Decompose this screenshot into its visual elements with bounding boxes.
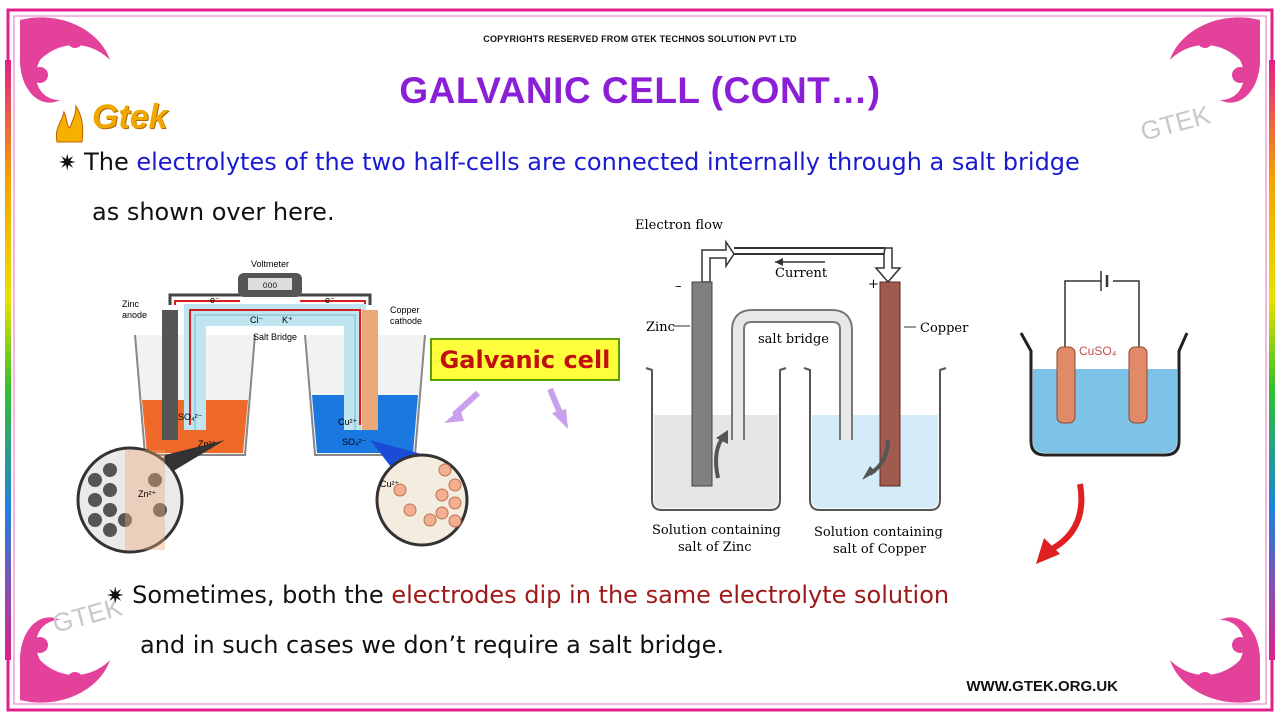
svg-text:OOO: OOO [263, 282, 278, 291]
copper-solution-label-2: salt of Copper [833, 542, 927, 557]
website-url[interactable]: WWW.GTEK.ORG.UK [966, 678, 1118, 695]
gtek-logo: Gtek [52, 98, 168, 144]
galvanic-cell-diagram-middle: Electron flow Current – + salt bridge Zi… [635, 218, 969, 557]
bullet-star-icon: ✷ [58, 151, 77, 176]
copper-label: Copper [920, 321, 969, 336]
electron-flow-label: Electron flow [635, 218, 723, 233]
voltmeter-label: Voltmeter [251, 259, 289, 269]
salt-bridge-label: Salt Bridge [253, 332, 297, 342]
bullet-star-icon: ✷ [106, 584, 125, 609]
zinc-ion-zoom-label: Zn²⁺ [138, 489, 157, 499]
electron-label-left: e⁻ [210, 295, 220, 305]
zinc-anode-label-1: Zinc [122, 299, 140, 309]
current-label: Current [775, 266, 828, 281]
callout-arrows-icon [444, 387, 568, 429]
bullet-1-line-1: ✷ The electrolytes of the two half-cells… [58, 148, 1080, 176]
single-electrolyte-diagram: CuSO₄ [1019, 271, 1189, 457]
bullet-2-prefix: Sometimes, both the [132, 581, 392, 609]
copyright-notice: COPYRIGHTS RESERVED FROM GTEK TECHNOS SO… [483, 34, 797, 44]
bullet-2-line-2: and in such cases we don’t require a sal… [140, 631, 725, 659]
sulfate-left-label: SO₄²⁻ [178, 412, 203, 422]
flame-icon [55, 104, 84, 143]
red-arrow-icon [1036, 483, 1085, 564]
bullet-1-prefix: The [84, 148, 137, 176]
cuso4-label: CuSO₄ [1079, 344, 1117, 358]
bullet-1-line-2: as shown over here. [92, 198, 335, 226]
zinc-label: Zinc [646, 320, 675, 335]
bullet-2-highlight: electrodes dip in the same electrolyte s… [391, 581, 950, 609]
plus-sign: + [868, 277, 879, 292]
bullet-2-line-1: ✷ Sometimes, both the electrodes dip in … [106, 581, 949, 609]
copper-cathode-label-1: Copper [390, 305, 420, 315]
zinc-ion-label: Zn²⁺ [198, 439, 217, 449]
chloride-ion-label: Cl⁻ [250, 315, 263, 325]
salt-bridge-label-middle: salt bridge [758, 332, 829, 347]
logo-text: Gtek [92, 98, 168, 136]
copper-ion-zoom-label: Cu²⁺ [380, 479, 400, 489]
page-title: GALVANIC CELL (CONT…) [399, 70, 881, 111]
minus-sign: – [675, 279, 682, 294]
zinc-solution-label-1: Solution containing [652, 523, 781, 538]
potassium-ion-label: K⁺ [282, 315, 293, 325]
zinc-solution-label-2: salt of Zinc [678, 540, 752, 555]
copper-ion-label: Cu²⁺ [338, 417, 358, 427]
copper-solution-label-1: Solution containing [814, 525, 943, 540]
zinc-anode-label-2: anode [122, 310, 147, 320]
galvanic-cell-diagram-left: Voltmeter OOO e⁻ e⁻ Salt Bridge Cl⁻ K⁺ Z… [76, 259, 469, 554]
bullet-1-highlight: electrolytes of the two half-cells are c… [136, 148, 1080, 176]
galvanic-cell-callout: Galvanic cell [430, 338, 620, 381]
electron-label-right: e⁻ [325, 295, 335, 305]
copper-cathode-label-2: cathode [390, 316, 422, 326]
sulfate-right-label: SO₄²⁻ [342, 437, 367, 447]
